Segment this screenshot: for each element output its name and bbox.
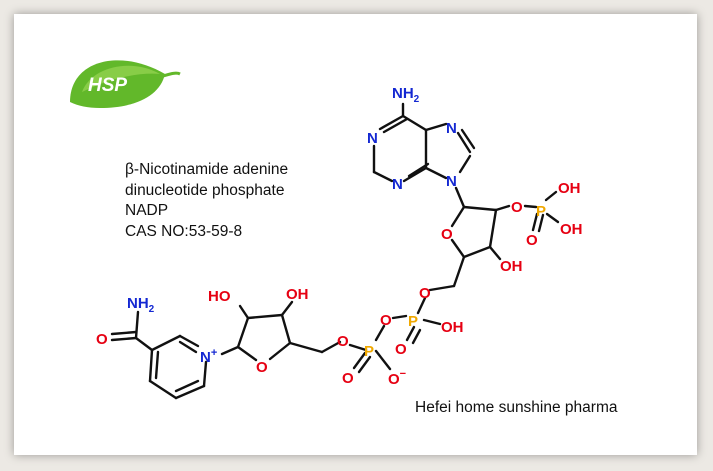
phosphate-o-double: O xyxy=(526,232,538,249)
diphos-o-minus: O− xyxy=(388,368,406,388)
diphos-p2: P xyxy=(364,343,374,360)
diphos-p1-o-double: O xyxy=(395,341,407,358)
compound-name-line1: β-Nicotinamide adenine xyxy=(125,161,289,178)
atom-n7: N xyxy=(446,120,457,137)
ribose2-oh-right: OH xyxy=(286,286,309,303)
phosphate-p: P xyxy=(536,203,546,220)
diphos-p1: P xyxy=(408,313,418,330)
atom-n3: N xyxy=(392,176,403,193)
ch2-oxygen: O xyxy=(419,285,431,302)
phosphate-oh2: OH xyxy=(560,221,583,238)
diphos-p2-o-double: O xyxy=(342,370,354,387)
atom-n9: N xyxy=(446,173,457,190)
diphos-o-link: O xyxy=(337,333,349,350)
compound-abbreviation: NADP xyxy=(125,202,169,219)
pyridinium-n: N+ xyxy=(200,347,217,366)
ribose2-oxygen: O xyxy=(256,359,268,376)
atom-n1: N xyxy=(367,130,378,147)
diphos-oh: OH xyxy=(441,319,464,336)
ribose2-oh-left: HO xyxy=(208,288,231,305)
ribose1-oh: OH xyxy=(500,258,523,275)
compound-name-line2: dinucleotide phosphate xyxy=(125,181,285,199)
company-name: Hefei home sunshine pharma xyxy=(415,399,618,416)
diphos-bridge-o: O xyxy=(380,312,392,329)
phosphate-o-link: O xyxy=(511,199,523,216)
compound-cas: CAS NO:53-59-8 xyxy=(125,222,243,240)
compound-info: β-Nicotinamide adenine dinucleotide phos… xyxy=(125,160,288,242)
hsp-logo: HSP xyxy=(70,60,181,108)
bonds xyxy=(110,102,560,400)
amide-nh2: NH2 xyxy=(127,295,155,315)
ribose1-oxygen: O xyxy=(441,226,453,243)
atom-labels: NH2 N N N N O O P OH OH O OH O P OH O O … xyxy=(96,85,583,388)
adenine-amino: NH2 xyxy=(392,85,420,105)
phosphate-oh1: OH xyxy=(558,180,581,197)
logo-text: HSP xyxy=(88,75,127,96)
amide-oxygen: O xyxy=(96,331,108,348)
